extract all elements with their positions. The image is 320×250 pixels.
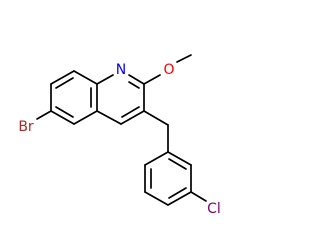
benzo-ring: [50, 70, 98, 125]
bond-c8a-c8: [73, 70, 98, 85]
bond-c3-ch2: [143, 110, 169, 126]
bond-c8-c7-inner: [55, 77, 74, 89]
bond-p3-cl: [190, 191, 207, 202]
bond-c2-o: [143, 74, 161, 85]
bond-c3-c4-inner: [121, 106, 140, 118]
bond-p4-p5: [144, 191, 169, 206]
atom-label-bromine: Br: [18, 119, 34, 135]
bond-c3-c4: [120, 110, 145, 125]
bond-c8-c7: [50, 70, 75, 85]
bond-n1-c2-inner: [128, 81, 140, 89]
chlorophenyl-ring: [144, 151, 192, 206]
bond-o-ch3: [176, 54, 192, 63]
bond-p1-p2: [167, 151, 192, 166]
bond-c6-c5: [50, 110, 75, 125]
bond-c8a-n1: [96, 74, 114, 85]
bond-p6-p1: [144, 151, 169, 166]
atom-label-nitrogen: N: [116, 62, 126, 78]
pyridine-ring: [96, 74, 145, 125]
bond-p3-p4-inner: [168, 187, 187, 199]
bond-c5-c4a: [73, 110, 98, 125]
bond-p3-p4: [167, 191, 192, 206]
bond-p1-p2-inner: [168, 158, 187, 170]
atom-label-chlorine: Cl: [207, 201, 221, 217]
bond-n1-c2: [128, 74, 145, 85]
bond-c6-br: [36, 110, 52, 120]
bond-c4-c4a: [96, 110, 122, 125]
molecule-structure: Br N O Cl: [18, 54, 221, 217]
atom-label-oxygen: O: [163, 62, 174, 78]
bond-c6-c5-inner: [55, 106, 74, 118]
